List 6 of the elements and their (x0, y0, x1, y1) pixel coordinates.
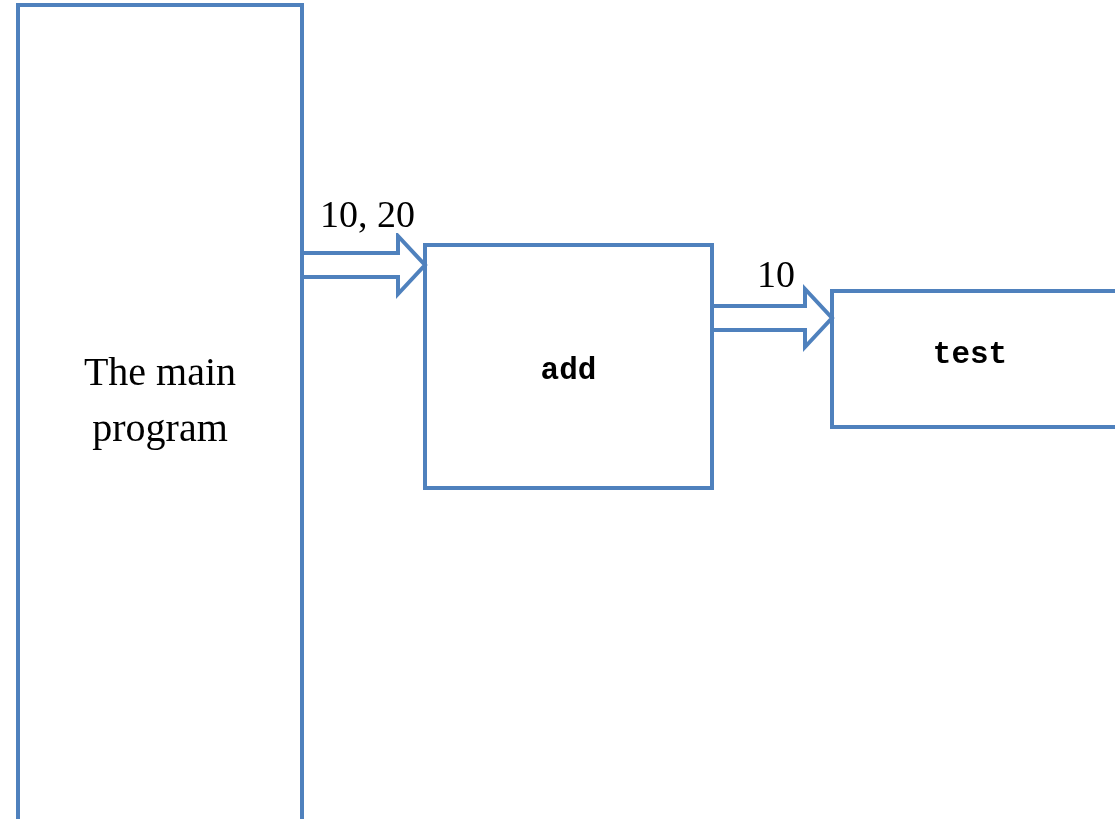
process-box (423, 243, 714, 490)
node-label: test (932, 336, 1008, 375)
process-box (830, 289, 1115, 429)
node-label: add (540, 351, 597, 390)
process-box (16, 3, 304, 819)
node-label: The main program (82, 348, 238, 452)
